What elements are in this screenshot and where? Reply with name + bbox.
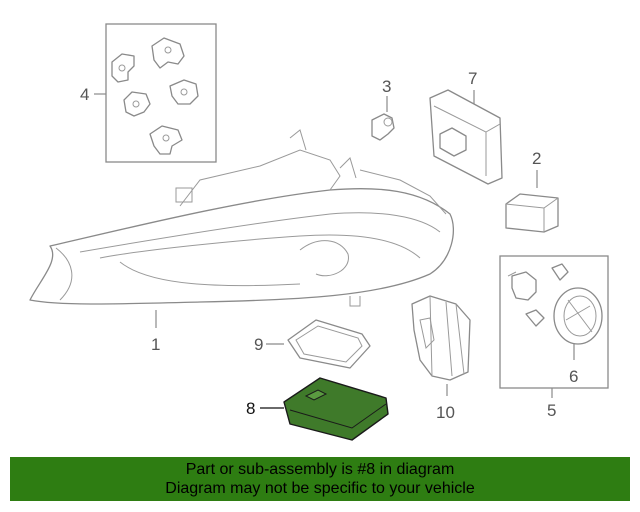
bracket-parts	[111, 37, 199, 155]
headlamp-assembly-part	[29, 129, 454, 307]
callout-1: 1	[151, 335, 160, 354]
info-banner: Part or sub-assembly is #8 in diagram Di…	[10, 457, 630, 501]
bracket-group-box	[105, 23, 217, 163]
callout-2: 2	[532, 149, 541, 168]
banner-line-2: Diagram may not be specific to your vehi…	[165, 480, 475, 497]
bulb-cap-group-box	[499, 255, 609, 389]
ballast-8-body	[283, 377, 389, 441]
callout-5: 5	[547, 401, 556, 420]
cap-6-part	[553, 287, 603, 345]
bulb-parts	[507, 263, 569, 327]
callout-9: 9	[254, 335, 263, 354]
gasket-9-part	[287, 319, 371, 369]
control-module-7-part	[429, 89, 503, 185]
callout-6: 6	[569, 367, 578, 386]
callout-10: 10	[436, 403, 455, 422]
bulb-socket-part	[371, 113, 395, 141]
callout-3: 3	[382, 77, 391, 96]
banner-line-1: Part or sub-assembly is #8 in diagram	[185, 461, 455, 478]
callout-8: 8	[246, 399, 255, 418]
callout-7: 7	[468, 69, 477, 88]
parts-diagram: 4 3 7 2 1 9	[29, 23, 609, 441]
callout-4: 4	[80, 85, 89, 104]
cover-10-part	[411, 295, 471, 381]
ballast-8-highlighted-part	[283, 377, 389, 441]
block-2-part	[505, 193, 559, 233]
